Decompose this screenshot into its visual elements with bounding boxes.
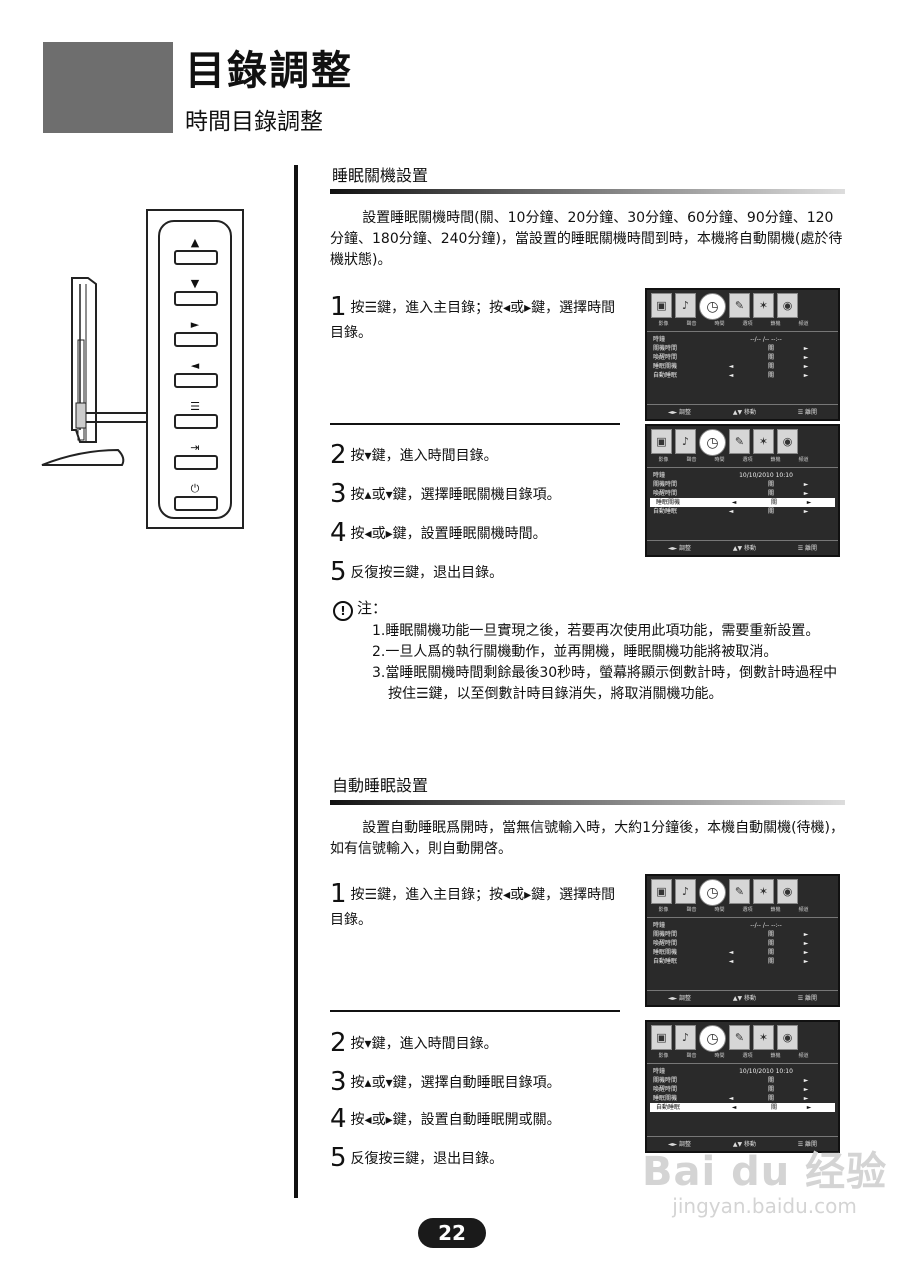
- vol-down-button[interactable]: ◄: [174, 359, 218, 388]
- picture-icon: ▣: [651, 879, 672, 904]
- sleep-section-title: 睡眠關機設置: [332, 166, 429, 185]
- lock-icon: ✶: [753, 1025, 774, 1050]
- osd-menu: ▣♪◷✎✶◉ 影像聲音時間選項鎖機頻道 時鐘--/-- /-- --:-- 關機…: [645, 874, 840, 1007]
- ch-up-button[interactable]: ▲: [174, 236, 218, 265]
- right-icon: ►: [190, 318, 200, 331]
- note-item: 2.一旦人爲的執行關機動作，並再開機，睡眠關機功能將被取消。: [372, 644, 778, 660]
- auto-section-title: 自動睡眠設置: [332, 776, 429, 795]
- channel-icon: ◉: [777, 429, 798, 454]
- picture-icon: ▣: [651, 1025, 672, 1050]
- sound-icon: ♪: [675, 429, 696, 454]
- header-block: [43, 42, 173, 133]
- note-item: 1.睡眠關機功能一旦實現之後，若要再次使用此項功能，需要重新設置。: [372, 623, 820, 639]
- picture-icon: ▣: [651, 429, 672, 454]
- option-icon: ✎: [729, 879, 750, 904]
- baidu-watermark: Bai du 经验 jingyan.baidu.com: [642, 1150, 887, 1218]
- vertical-divider: [294, 165, 298, 1198]
- ch-down-button[interactable]: ▼: [174, 277, 218, 306]
- button-panel-frame: ▲ ▼ ► ◄ ☰ ⇥ ⏻: [158, 220, 232, 519]
- channel-icon: ◉: [777, 879, 798, 904]
- note-list: 1.睡眠關機功能一旦實現之後，若要再次使用此項功能，需要重新設置。 2.一旦人爲…: [372, 621, 847, 705]
- note-heading: !注：: [333, 598, 387, 621]
- clock-icon: ◷: [699, 429, 726, 456]
- menu-icon: ☰: [190, 400, 200, 413]
- down-icon: ▼: [190, 277, 200, 290]
- exclamation-icon: !: [333, 601, 353, 621]
- step-divider: [330, 423, 620, 425]
- section-rule: [330, 189, 845, 194]
- sound-icon: ♪: [675, 879, 696, 904]
- osd-menu: ▣♪◷✎✶◉ 影像聲音時間選項鎖機頻道 時鐘--/-- /-- --:-- 關機…: [645, 288, 840, 421]
- sound-icon: ♪: [675, 293, 696, 318]
- watermark-url: jingyan.baidu.com: [672, 1194, 857, 1218]
- side-button-panel: ▲ ▼ ► ◄ ☰ ⇥ ⏻: [146, 209, 244, 529]
- channel-icon: ◉: [777, 293, 798, 318]
- power-icon: ⏻: [190, 482, 200, 495]
- lock-icon: ✶: [753, 879, 774, 904]
- option-icon: ✎: [729, 429, 750, 454]
- watermark-brand: Bai du 经验: [642, 1149, 888, 1195]
- up-icon: ▲: [190, 236, 200, 249]
- left-icon: ◄: [190, 359, 200, 372]
- clock-icon: ◷: [699, 293, 726, 320]
- clock-icon: ◷: [699, 879, 726, 906]
- option-icon: ✎: [729, 293, 750, 318]
- tv-side-illustration: [41, 277, 146, 466]
- sound-icon: ♪: [675, 1025, 696, 1050]
- input-icon: ⇥: [190, 441, 200, 454]
- picture-icon: ▣: [651, 293, 672, 318]
- power-button[interactable]: ⏻: [174, 482, 218, 511]
- page-number: 22: [418, 1218, 486, 1248]
- page-title: 目錄調整: [185, 48, 353, 94]
- note-item: 3.當睡眠關機時間剩餘最後30秒時，螢幕將顯示倒數計時，倒數計時過程中按住☰鍵，…: [372, 665, 838, 702]
- step-divider: [330, 1010, 620, 1012]
- page-subtitle: 時間目錄調整: [185, 109, 323, 135]
- section-rule: [330, 800, 845, 805]
- input-button[interactable]: ⇥: [174, 441, 218, 470]
- vol-up-button[interactable]: ►: [174, 318, 218, 347]
- option-icon: ✎: [729, 1025, 750, 1050]
- auto-intro: 設置自動睡眠爲開時，當無信號輸入時，大約1分鐘後，本機自動關機(待機)，如有信號…: [330, 820, 845, 857]
- lock-icon: ✶: [753, 429, 774, 454]
- lock-icon: ✶: [753, 293, 774, 318]
- sleep-intro: 設置睡眠關機時間(關、10分鐘、20分鐘、30分鐘、60分鐘、90分鐘、120分…: [330, 210, 843, 268]
- channel-icon: ◉: [777, 1025, 798, 1050]
- clock-icon: ◷: [699, 1025, 726, 1052]
- menu-button[interactable]: ☰: [174, 400, 218, 429]
